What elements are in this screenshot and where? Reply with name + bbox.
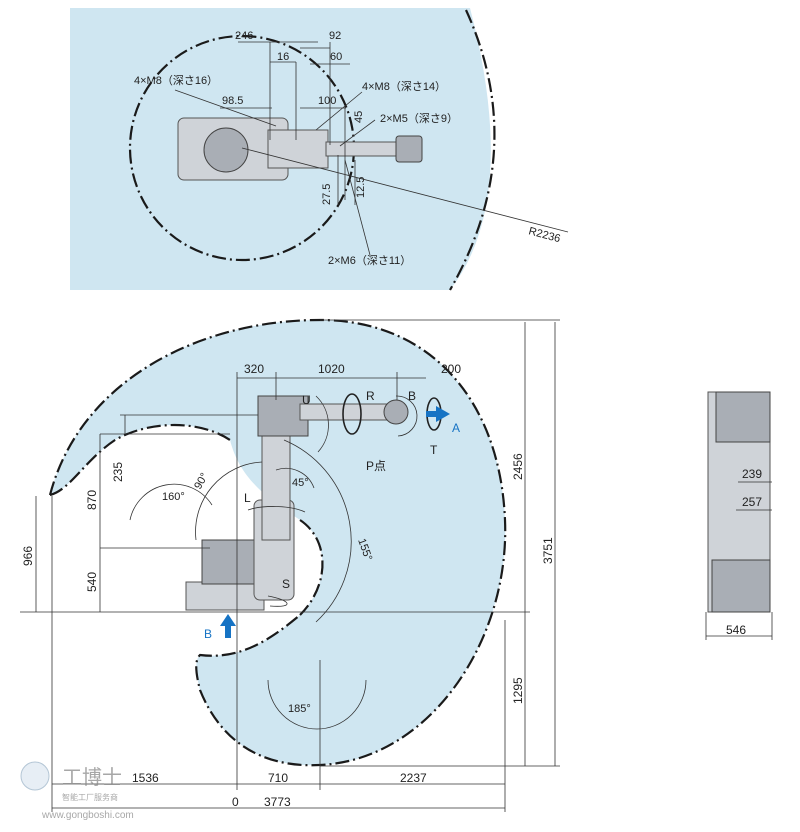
arc-160 bbox=[129, 483, 213, 521]
label-1295: 1295 bbox=[511, 677, 525, 704]
label-m8-16: 4×M8（深さ16） bbox=[134, 74, 218, 87]
label-246: 246 bbox=[235, 30, 253, 42]
view-b-arrow bbox=[220, 614, 236, 638]
label-540: 540 bbox=[85, 572, 99, 592]
label-27-5: 27.5 bbox=[321, 184, 333, 205]
label-angle-160: 160° bbox=[162, 491, 185, 503]
label-2237: 2237 bbox=[400, 771, 427, 785]
watermark-tagline: 智能工厂服务商 bbox=[62, 792, 118, 802]
side-robot-wrist bbox=[383, 399, 409, 425]
arc-90 bbox=[195, 461, 263, 541]
arc-45 bbox=[275, 467, 315, 489]
front-view: 239 257 546 bbox=[705, 391, 773, 640]
label-axis-u: U bbox=[302, 393, 311, 407]
label-axis-t: T bbox=[430, 443, 438, 457]
top-view: 246 92 16 60 4×M8（深さ16） 4×M8（深さ14） 98.5 … bbox=[70, 8, 569, 291]
l-axis-arrow bbox=[247, 506, 306, 513]
arc-155 bbox=[283, 439, 352, 623]
top-leader-m8-16 bbox=[174, 89, 277, 127]
label-0: 0 bbox=[232, 795, 239, 809]
side-view-envelope-fill bbox=[50, 320, 506, 766]
label-m8-14: 4×M8（深さ14） bbox=[362, 80, 446, 93]
arc-185 bbox=[267, 679, 367, 730]
label-235: 235 bbox=[111, 462, 125, 482]
label-257: 257 bbox=[742, 495, 762, 509]
label-710: 710 bbox=[268, 771, 288, 785]
s-axis-arrow bbox=[267, 595, 288, 607]
label-view-b: B bbox=[204, 627, 212, 641]
top-view-robot-shoulder bbox=[267, 129, 329, 169]
label-546: 546 bbox=[726, 623, 746, 637]
label-view-a: A bbox=[452, 421, 460, 435]
label-92: 92 bbox=[329, 30, 341, 42]
side-view-outer-envelope bbox=[48, 318, 507, 767]
top-view-robot-turret bbox=[203, 127, 249, 173]
side-robot-motor bbox=[201, 539, 261, 585]
b-axis-arrow bbox=[395, 395, 418, 437]
label-100: 100 bbox=[318, 95, 336, 107]
watermark-mascot-icon bbox=[20, 761, 50, 791]
label-axis-b: B bbox=[408, 389, 416, 403]
r-axis-rotation bbox=[342, 393, 362, 435]
label-m5-9: 2×M5（深さ9） bbox=[380, 112, 458, 125]
top-view-robot-arm bbox=[325, 141, 407, 157]
label-1020: 1020 bbox=[318, 362, 345, 376]
label-3751: 3751 bbox=[541, 537, 555, 564]
watermark-brand: 工博士 bbox=[62, 766, 122, 789]
label-2456: 2456 bbox=[511, 453, 525, 480]
watermark-url: www.gongboshi.com bbox=[41, 810, 134, 821]
label-200: 200 bbox=[441, 362, 461, 376]
label-1536: 1536 bbox=[132, 771, 159, 785]
watermark: 工博士 智能工厂服务商 www.gongboshi.com bbox=[20, 761, 134, 821]
label-870: 870 bbox=[85, 490, 99, 510]
label-axis-l: L bbox=[244, 491, 251, 505]
label-60: 60 bbox=[330, 51, 342, 63]
label-16: 16 bbox=[277, 51, 289, 63]
label-966: 966 bbox=[21, 546, 35, 566]
label-239: 239 bbox=[742, 467, 762, 481]
label-angle-185: 185° bbox=[288, 703, 311, 715]
top-view-outer-mask bbox=[450, 8, 500, 290]
label-angle-45: 45° bbox=[292, 477, 309, 489]
front-robot-shoulder bbox=[715, 391, 771, 443]
label-m6-11: 2×M6（深さ11） bbox=[328, 254, 411, 267]
label-axis-s: S bbox=[282, 577, 290, 591]
side-robot-base bbox=[185, 581, 265, 611]
top-radius-line bbox=[241, 147, 569, 233]
front-robot-base bbox=[711, 559, 771, 613]
label-45: 45 bbox=[353, 111, 365, 123]
top-leader-m8-14 bbox=[315, 91, 363, 131]
side-view: 320 1020 200 235 870 966 540 2456 3751 1… bbox=[20, 318, 560, 812]
top-view-outer-envelope bbox=[449, 9, 496, 291]
side-view-inner-arc bbox=[299, 519, 324, 616]
top-leader-m5-9 bbox=[339, 119, 376, 147]
u-axis-arrow bbox=[315, 395, 329, 453]
top-view-robot-wrist bbox=[395, 135, 423, 163]
side-view-inner-envelope bbox=[49, 423, 231, 497]
label-12-5: 12.5 bbox=[355, 177, 367, 198]
label-angle-90: 90° bbox=[192, 471, 211, 491]
label-98-5: 98.5 bbox=[222, 95, 243, 107]
label-320: 320 bbox=[244, 362, 264, 376]
label-r2236: R2236 bbox=[527, 225, 561, 245]
label-3773: 3773 bbox=[264, 795, 291, 809]
label-axis-r: R bbox=[366, 389, 375, 403]
view-a-arrow bbox=[426, 406, 450, 422]
label-p-point: P点 bbox=[366, 459, 386, 473]
